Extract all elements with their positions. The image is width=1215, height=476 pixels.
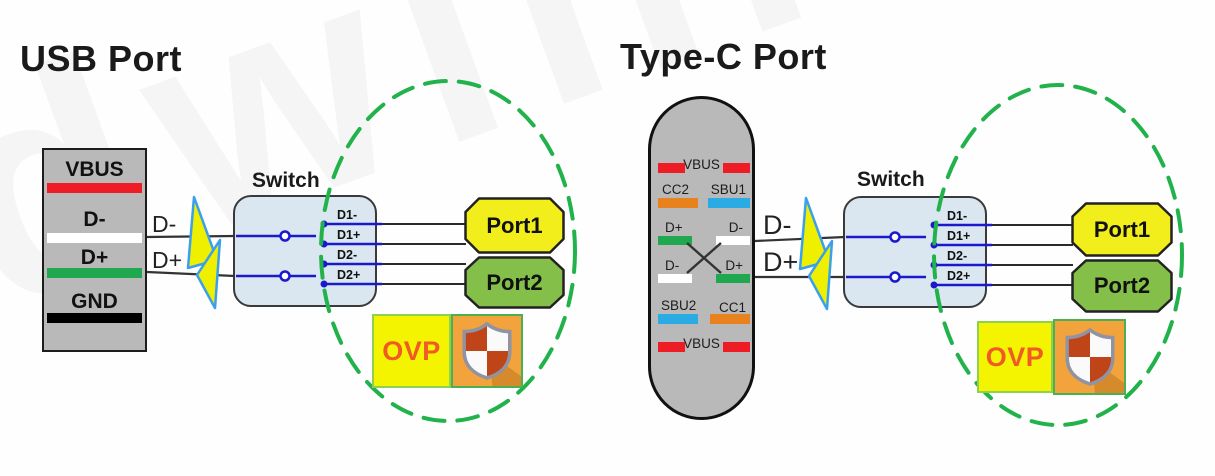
typec-vbus-top-bar-right: [723, 163, 750, 173]
typec-pin-sbu2: SBU2: [661, 298, 697, 313]
usb-pin-vbus: VBUS: [65, 158, 124, 181]
shield-icon: [462, 321, 512, 380]
typec-pin-dminus-right: D-: [728, 220, 743, 235]
usb-port2-label: Port2: [486, 269, 543, 295]
usb-port-title: USB Port: [20, 38, 183, 79]
usb-pin-dminus-bar: [47, 233, 142, 243]
typec-pin-cc2: CC2: [662, 182, 690, 197]
usb-pin-dminus: D-: [83, 208, 106, 231]
typec-port1-box: Port1: [1071, 202, 1173, 257]
usb-out-d1minus: D1-: [337, 208, 358, 222]
usb-out-d2plus: D2+: [337, 268, 361, 282]
typec-connector: VBUS CC2 SBU1 D+ D- D- D+ SBU2 CC1 VBUS: [648, 96, 755, 420]
typec-out-d2plus: D2+: [947, 269, 971, 283]
usb-shield-box: [451, 314, 523, 388]
usb-out-d2minus: D2-: [337, 248, 358, 262]
typec-out-d1plus: D1+: [947, 229, 971, 243]
typec-pin-sbu1: SBU1: [710, 182, 746, 197]
typec-vbus-bottom-bar-right: [723, 342, 750, 352]
usb-connector: VBUS D- D+ GND: [42, 148, 147, 352]
typec-sbu2-bar: [658, 314, 698, 324]
typec-out-d1minus: D1-: [947, 209, 968, 223]
usb-pin-gnd: GND: [71, 290, 118, 313]
usb-switch-label: Switch: [252, 169, 320, 192]
typec-dminus-right-bar: [716, 236, 750, 245]
usb-pin-gnd-bar: [47, 313, 142, 323]
typec-ovp-label: OVP: [985, 341, 1045, 372]
usb-pin-dplus: D+: [80, 246, 109, 269]
typec-vbus-top-bar-left: [658, 163, 685, 173]
typec-wire-label-dplus: D+: [763, 247, 799, 277]
shield-icon: [1065, 327, 1114, 386]
usb-wire-label-dminus: D-: [152, 211, 177, 237]
usb-port1-box: Port1: [464, 197, 565, 254]
typec-wire-label-dminus: D-: [763, 210, 792, 240]
typec-dplus-left-bar: [658, 236, 692, 245]
typec-cc2-bar: [658, 198, 698, 208]
usb-pin-vbus-bar: [47, 183, 142, 193]
typec-out-d2minus: D2-: [947, 249, 968, 263]
typec-cc1-bar: [710, 314, 750, 324]
usb-port2-box: Port2: [464, 256, 565, 309]
typec-shield-box: [1053, 319, 1126, 395]
esd-bolt-icon: [798, 196, 834, 311]
typec-dplus-right-bar: [716, 274, 750, 283]
typec-port-title: Type-C Port: [620, 36, 827, 77]
typec-pin-dplus-right: D+: [725, 258, 743, 273]
typec-vbus-bottom-bar-left: [658, 342, 685, 352]
typec-sbu1-bar: [708, 198, 750, 208]
usb-pin-dplus-bar: [47, 268, 142, 278]
typec-dminus-left-bar: [658, 274, 692, 283]
usb-ovp-label: OVP: [382, 335, 441, 366]
usb-wire-label-dplus: D+: [152, 247, 183, 273]
typec-pin-dplus-left: D+: [665, 220, 683, 235]
typec-port2-box: Port2: [1071, 259, 1173, 313]
typec-pin-cc1: CC1: [718, 300, 746, 315]
typec-pin-vbus-top: VBUS: [683, 157, 720, 172]
typec-pin-vbus-bottom: VBUS: [683, 336, 720, 351]
usb-port1-label: Port1: [486, 212, 543, 238]
typec-port1-label: Port1: [1093, 216, 1151, 242]
typec-pin-dminus-left: D-: [665, 258, 680, 273]
esd-bolt-icon: [186, 195, 222, 310]
usb-ovp-box: OVP: [372, 314, 451, 388]
typec-port2-label: Port2: [1093, 273, 1151, 298]
usb-out-d1plus: D1+: [337, 228, 361, 242]
typec-switch-label: Switch: [857, 168, 925, 191]
typec-ovp-box: OVP: [977, 321, 1053, 393]
